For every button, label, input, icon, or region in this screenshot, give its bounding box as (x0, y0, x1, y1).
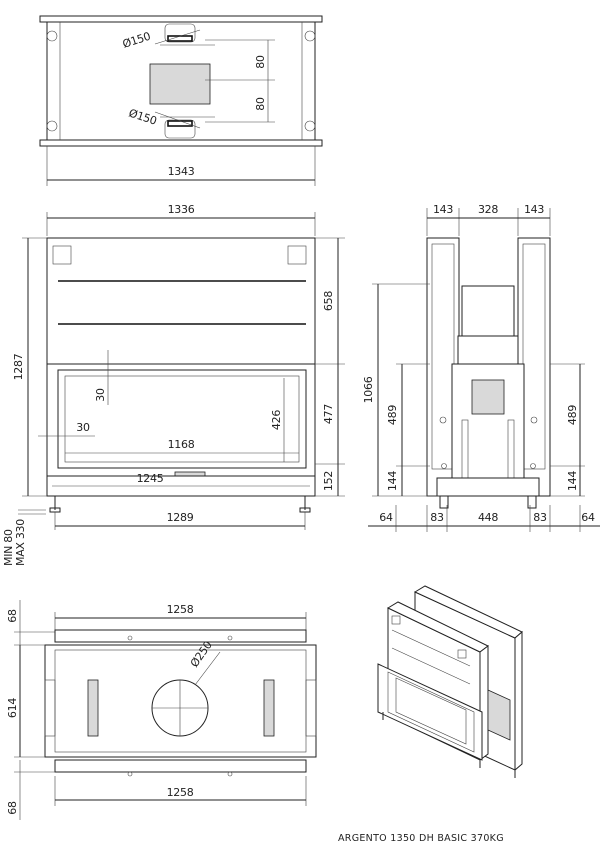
front-gap-h-label: 30 (76, 421, 90, 434)
front-width-top-label: 1336 (168, 203, 195, 216)
top-offset2-label: 80 (254, 97, 267, 111)
bottom-w-top-label: 1258 (167, 603, 194, 616)
front-glass-label: 477 (322, 404, 335, 424)
side-b-left-label: 64 (379, 511, 393, 524)
front-inner-h-label: 426 (270, 410, 283, 430)
front-gap-v-label: 30 (94, 388, 107, 402)
bottom-bot-gap-label: 68 (6, 801, 19, 815)
side-w-right-label: 143 (524, 203, 544, 216)
side-b-right-label: 64 (581, 511, 595, 524)
side-w-left-label: 143 (433, 203, 453, 216)
side-h-total-label: 1066 (362, 376, 375, 403)
isometric-view (377, 585, 523, 778)
bottom-w-bot-label: 1258 (167, 786, 194, 799)
side-w-mid-label: 328 (478, 203, 498, 216)
top-hole1-label: Ø150 (121, 30, 152, 51)
side-h-mid-r-label: 489 (566, 405, 579, 425)
side-view: 143 328 143 1066 489 144 (362, 203, 600, 532)
side-b-83l-label: 83 (430, 511, 444, 524)
front-leg-min-label: MIN 80 (2, 529, 15, 566)
side-b-83r-label: 83 (533, 511, 547, 524)
bottom-top-gap-label: 68 (6, 609, 19, 623)
side-h-mid-l-label: 489 (386, 405, 399, 425)
side-b-mid-label: 448 (478, 511, 498, 524)
side-h-bot-l-label: 144 (386, 471, 399, 491)
bottom-depth-label: 614 (6, 698, 19, 718)
side-h-bot-r-label: 144 (566, 471, 579, 491)
model-caption: ARGENTO 1350 DH BASIC 370KG (338, 833, 504, 844)
bottom-view: 1258 68 Ø250 614 68 1258 (6, 600, 317, 820)
front-height-total-label: 1287 (12, 353, 25, 380)
front-feet-w-label: 1289 (167, 511, 194, 524)
front-upper-label: 658 (322, 291, 335, 311)
top-hole2-label: Ø150 (127, 106, 158, 127)
front-leg-max-label: MAX 330 (14, 519, 27, 566)
front-opening-label: 1168 (168, 438, 195, 451)
top-view: Ø150 Ø150 80 80 1343 (39, 15, 323, 186)
front-lower-w-label: 1245 (137, 472, 164, 485)
top-width-label: 1343 (168, 165, 195, 178)
front-view: 1336 1287 658 477 152 30 3 (2, 203, 345, 566)
top-offset1-label: 80 (254, 55, 267, 69)
front-base-label: 152 (322, 471, 335, 491)
